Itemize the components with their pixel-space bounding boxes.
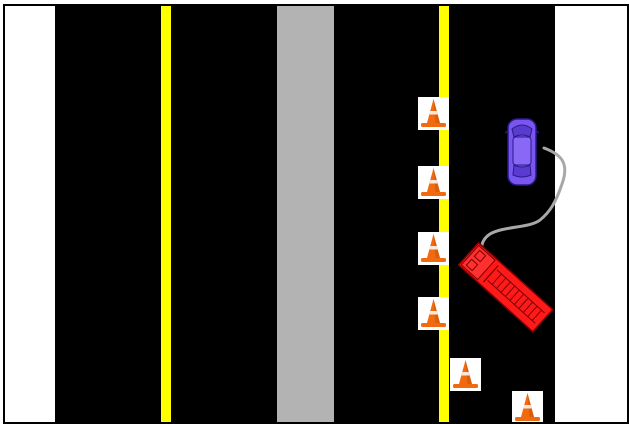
cone-shape (453, 360, 478, 388)
cone-shape (421, 99, 446, 127)
cone-shape (421, 234, 446, 262)
purple-car-icon[interactable] (505, 117, 539, 187)
traffic-cone-icon (418, 232, 449, 265)
traffic-cone-icon (450, 358, 481, 391)
cone-shape (421, 299, 446, 327)
left-yellow-lane-line (161, 6, 171, 422)
traffic-cone-icon (418, 97, 449, 130)
cone-shape (421, 168, 446, 196)
cone-shape (515, 393, 540, 421)
gray-median-strip (277, 6, 334, 422)
traffic-cone-icon (418, 166, 449, 199)
traffic-cone-icon (418, 297, 449, 330)
right-yellow-lane-line (439, 6, 449, 422)
red-fire-truck-icon (457, 241, 554, 333)
traffic-cone-icon (512, 391, 543, 424)
